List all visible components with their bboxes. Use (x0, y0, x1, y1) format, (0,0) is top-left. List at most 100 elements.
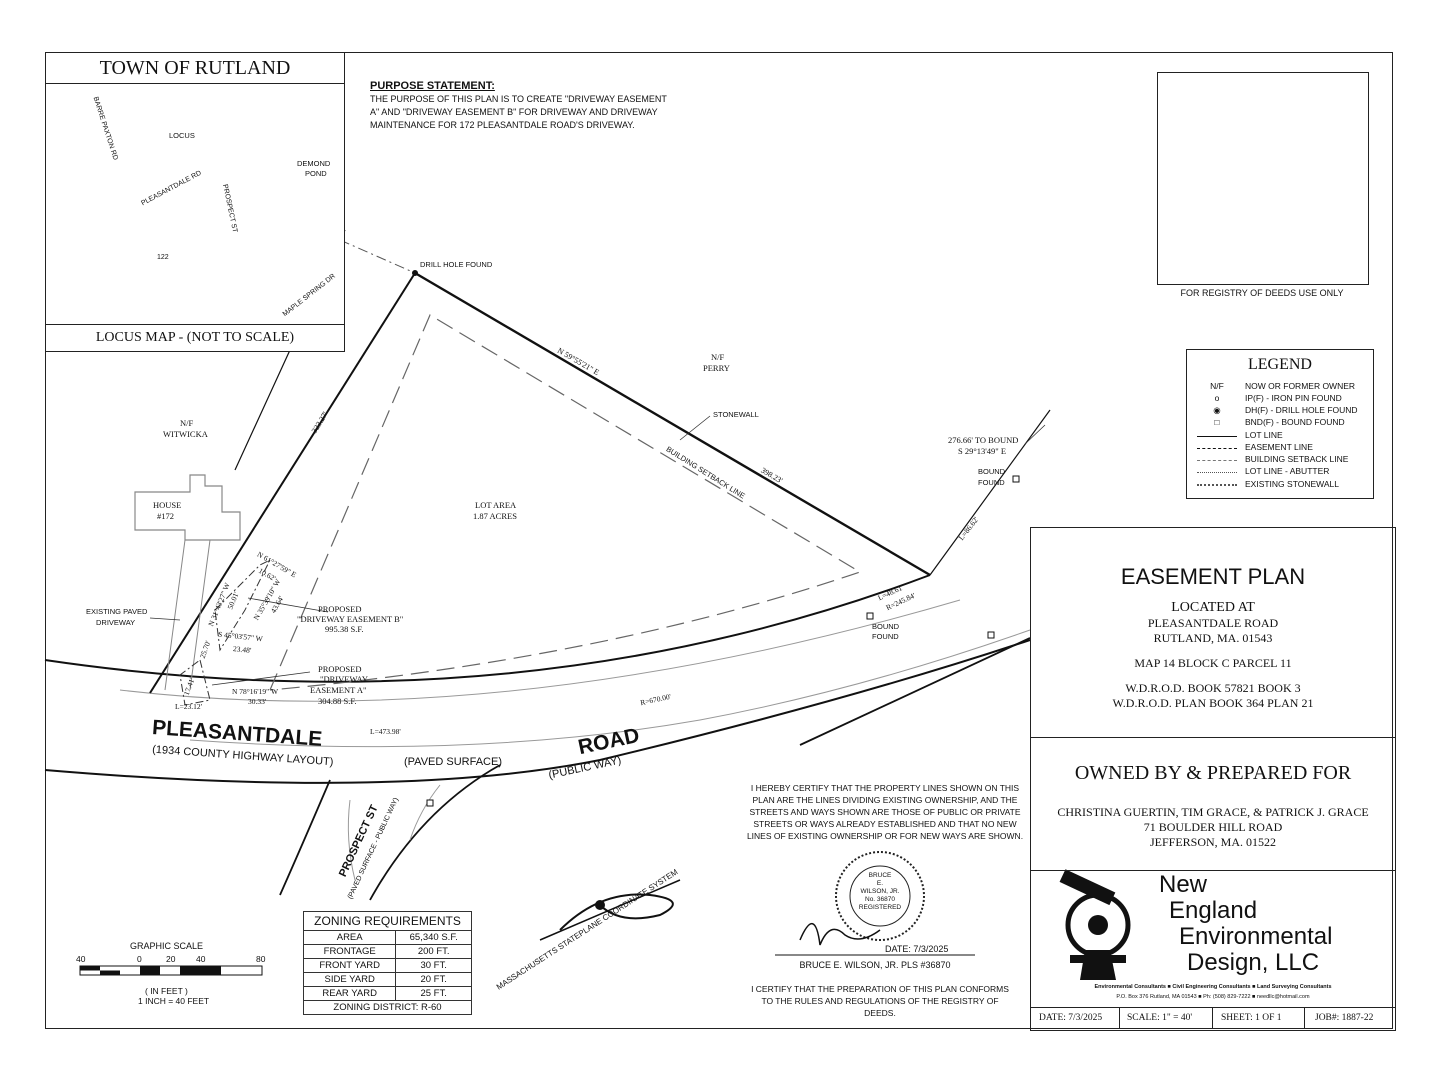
scale-ratio: 1 INCH = 40 FEET (138, 996, 210, 1006)
label-easement-a: PROPOSED (318, 664, 362, 674)
bound-found-road (866, 612, 874, 620)
label-nf: N/F (711, 352, 725, 362)
zoning-district: ZONING DISTRICT: R-60 (303, 1000, 472, 1015)
company-contact: P.O. Box 376 Rutland, MA 01543 ■ Ph: (50… (1116, 994, 1310, 1000)
scale-title: GRAPHIC SCALE (130, 941, 204, 951)
footer-job: JOB#: 1887-22 (1315, 1013, 1374, 1023)
pavement-edge-north (119, 599, 961, 702)
label-bound-found: BOUND (978, 467, 1006, 476)
surveyor-name: BRUCE E. WILSON, JR. PLS #36870 (799, 960, 951, 970)
label-easement-b: PROPOSED (318, 604, 362, 614)
locus-label-demond: DEMOND (297, 159, 331, 168)
prospect-st-pave-2 (409, 784, 441, 841)
legend-item: ◉DH(F) - DRILL HOLE FOUND (1213, 405, 1358, 415)
leader-stonewall (679, 415, 711, 441)
label-lot-area: LOT AREA (475, 500, 517, 510)
prospect-st-edge-2 (369, 764, 501, 901)
setback-line (269, 314, 862, 691)
label-distance-b4: 30.33' (248, 697, 267, 706)
scale-unit: ( IN FEET ) (145, 986, 188, 996)
locus-label-route: 122 (157, 254, 169, 261)
footer-sheet: SHEET: 1 OF 1 (1221, 1013, 1282, 1023)
scale-tick: 0 (137, 954, 142, 964)
label-nf: N/F (180, 418, 194, 428)
company-services: Environmental Consultants ■ Civil Engine… (1094, 984, 1332, 990)
footer-divider (1304, 1007, 1305, 1029)
lot-line-east (929, 409, 1051, 576)
label-house: HOUSE (153, 500, 182, 510)
plan-book: W.D.R.O.D. PLAN BOOK 364 PLAN 21 (1112, 696, 1314, 710)
label-distance-b3: 23.48' (232, 644, 252, 655)
lot-line-west (149, 272, 416, 694)
locus-map: TOWN OF RUTLAND LOCUS MAP - (NOT TO SCAL… (45, 52, 345, 352)
footer-divider (1212, 1007, 1213, 1029)
zoning-title: ZONING REQUIREMENTS (303, 911, 472, 931)
label-bearing-b4: N 78°16'19" W (232, 687, 279, 696)
registry-label: FOR REGISTRY OF DEEDS USE ONLY (1180, 288, 1344, 298)
footer-divider (1119, 1007, 1120, 1029)
footer-scale: SCALE: 1" = 40' (1127, 1013, 1193, 1023)
footer-row: DATE: 7/3/2025 SCALE: 1" = 40' SHEET: 1 … (1030, 1007, 1396, 1031)
owner-address: 71 BOULDER HILL ROAD (1143, 820, 1283, 834)
label-lot-acres: 1.87 ACRES (473, 511, 517, 521)
scale-tick: 40 (76, 954, 86, 964)
prospect-st-pave (347, 799, 356, 881)
driveway (164, 539, 211, 691)
owner-city: JEFFERSON, MA. 01522 (1149, 835, 1277, 849)
label-easement-a: EASEMENT A" (310, 685, 367, 695)
bound-road-south (987, 631, 995, 639)
graphic-scale-bar (79, 965, 263, 976)
label-existing-driveway: EXISTING PAVED (86, 607, 148, 616)
label-easement-a: "DRIVEWAY (320, 674, 369, 684)
legend-item: EXISTING STONEWALL (1187, 479, 1373, 491)
lot-line-north (414, 271, 931, 577)
easement-b-line (214, 558, 272, 652)
abutter-line-right (799, 637, 1031, 746)
leader-easement-a (211, 671, 311, 686)
signature (799, 923, 881, 948)
deed-book: W.D.R.O.D. BOOK 57821 BOOK 3 (1125, 681, 1301, 695)
company-name-line: Environmental (1179, 923, 1333, 950)
purpose-statement: PURPOSE STATEMENT: THE PURPOSE OF THIS P… (370, 80, 670, 132)
label-drill-hole: DRILL HOLE FOUND (420, 260, 493, 269)
label-easement-a-area: 304.88 S.F. (318, 696, 357, 706)
certification-statement: I HEREBY CERTIFY THAT THE PROPERTY LINES… (746, 783, 1024, 841)
label-existing-driveway: DRIVEWAY (96, 618, 136, 627)
road-paved: (PAVED SURFACE) (404, 756, 502, 768)
locus-footer: LOCUS MAP - (NOT TO SCALE) (46, 324, 344, 351)
title-block: EASEMENT PLAN LOCATED AT PLEASANTDALE RO… (1030, 527, 1396, 738)
legend-item: □BND(F) - BOUND FOUND (1214, 417, 1345, 427)
purpose-heading: PURPOSE STATEMENT: (370, 80, 495, 92)
prospect-st-edge-1 (279, 779, 331, 896)
bound-found-east (1012, 475, 1020, 483)
sheet-border (45, 52, 1393, 1029)
label-bound-found: FOUND (872, 632, 899, 641)
drill-hole-monument (412, 270, 418, 276)
certification-date: DATE: 7/3/2025 (885, 944, 949, 954)
road-sideline-south (44, 639, 1031, 784)
north-arrow-icon (539, 879, 681, 941)
label-curve-l473: L=473.98' (370, 727, 401, 736)
label-house-number: #172 (157, 511, 174, 521)
label-bound-found: FOUND (978, 478, 1005, 487)
registry-statement: I CERTIFY THAT THE PREPARATION OF THIS P… (751, 984, 1009, 1018)
label-bound-bearing: S 29°13'49" E (958, 446, 1007, 456)
legend-item: BUILDING SETBACK LINE (1187, 454, 1373, 466)
map-reference: MAP 14 BLOCK C PARCEL 11 (1134, 656, 1292, 670)
leader-existing-drive (149, 617, 181, 621)
owner-names: CHRISTINA GUERTIN, TIM GRACE, & PATRICK … (1057, 805, 1369, 819)
label-easement-b-area: 995.38 S.F. (325, 624, 364, 634)
registry-box (1157, 72, 1369, 285)
footer-date: DATE: 7/3/2025 (1039, 1013, 1103, 1023)
label-witwicka: WITWICKA (163, 429, 208, 439)
leader-bound-276 (1024, 424, 1046, 445)
bound-prospect (426, 799, 434, 807)
legend-item: EASEMENT LINE (1187, 442, 1373, 454)
